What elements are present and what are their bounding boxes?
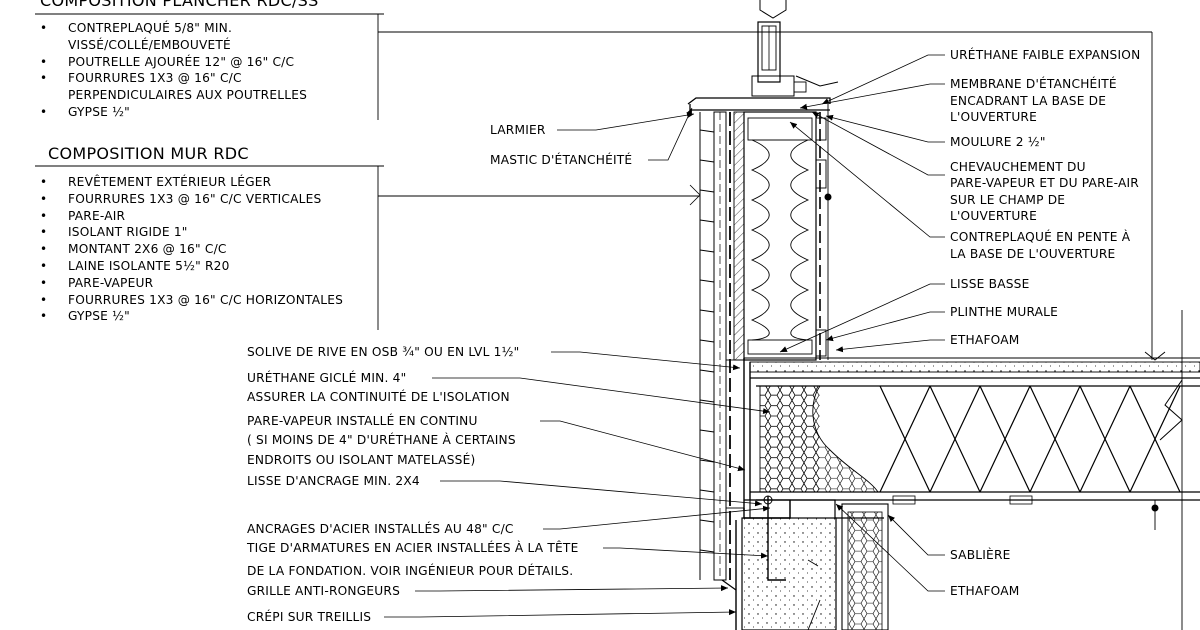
callout-ethafoam-1: ETHAFOAM	[950, 333, 1020, 347]
wall-item: GYPSE ½"	[37, 308, 343, 325]
callout-grille: GRILLE ANTI-RONGEURS	[247, 584, 400, 598]
wall-item: ISOLANT RIGIDE 1"	[37, 224, 343, 241]
callout-tige-1: TIGE D'ARMATURES EN ACIER INSTALLÉES À L…	[247, 541, 579, 555]
stud-cavity	[743, 104, 832, 361]
callout-pv-1: PARE-VAPEUR INSTALLÉ EN CONTINU	[247, 414, 478, 428]
callout-contre-1: CONTREPLAQUÉ EN PENTE À	[950, 230, 1131, 244]
callout-urethane-2: ASSURER LA CONTINUITÉ DE L'ISOLATION	[247, 390, 510, 404]
wall-item: MONTANT 2X6 @ 16" C/C	[37, 241, 343, 258]
leader-lines-right	[779, 54, 945, 592]
callout-pv-3: ENDROITS OU ISOLANT MATELASSÉ)	[247, 453, 476, 467]
floor-item: POUTRELLE AJOURÉE 12" @ 16" C/C	[37, 54, 307, 71]
wall-item: FOURRURES 1X3 @ 16" C/C HORIZONTALES	[37, 292, 343, 309]
callout-sabliere: SABLIÈRE	[950, 548, 1011, 562]
callout-solive: SOLIVE DE RIVE EN OSB ¾" OU EN LVL 1½"	[247, 345, 520, 359]
window-frame	[751, 0, 839, 97]
callout-membrane-3: L'OUVERTURE	[950, 110, 1038, 124]
callout-ancrages: ANCRAGES D'ACIER INSTALLÉS AU 48" C/C	[247, 522, 514, 536]
floor-item: PERPENDICULAIRES AUX POUTRELLES	[68, 88, 308, 103]
callout-mastic: MASTIC D'ÉTANCHÉITÉ	[490, 153, 633, 167]
floor-composition-title: COMPOSITION PLANCHER RDC/SS	[40, 0, 319, 10]
callout-larmier: LARMIER	[490, 123, 546, 137]
callout-pv-2: ( SI MOINS DE 4" D'URÉTHANE À CERTAINS	[247, 433, 516, 447]
floor-item: GYPSE ½"	[37, 104, 307, 121]
callout-contre-2: LA BASE DE L'OUVERTURE	[950, 247, 1116, 261]
wall-item: LAINE ISOLANTE 5½" R20	[37, 258, 343, 275]
callout-chev-3: SUR LE CHAMP DE	[950, 193, 1066, 207]
foundation	[721, 495, 889, 630]
wall-composition-title: COMPOSITION MUR RDC	[48, 144, 249, 163]
callout-urethane-faible: URÉTHANE FAIBLE EXPANSION	[950, 48, 1141, 62]
callout-ethafoam-2: ETHAFOAM	[950, 584, 1020, 598]
callout-chev-2: PARE-VAPEUR ET DU PARE-AIR	[950, 176, 1139, 190]
callout-membrane-2: ENCADRANT LA BASE DE	[950, 94, 1107, 108]
leader-lines-left	[384, 107, 771, 618]
callout-chev-4: L'OUVERTURE	[950, 209, 1038, 223]
frame-right	[1144, 32, 1183, 630]
callout-tige-2: DE LA FONDATION. VOIR INGÉNIEUR POUR DÉT…	[247, 564, 574, 578]
callout-crepi: CRÉPI SUR TREILLIS	[247, 610, 372, 624]
floor-item: FOURRURES 1X3 @ 16" C/C	[37, 70, 307, 87]
callout-moulure: MOULURE 2 ½"	[950, 135, 1046, 149]
wall-item: PARE-AIR	[37, 208, 343, 225]
left-panel-frame	[35, 13, 1152, 330]
wall-item: PARE-VAPEUR	[37, 275, 343, 292]
floor-item: CONTREPLAQUÉ 5/8" MIN.	[37, 20, 307, 37]
wall-item: FOURRURES 1X3 @ 16" C/C VERTICALES	[37, 191, 343, 208]
wall-layers	[713, 111, 745, 581]
floor-item: VISSÉ/COLLÉ/EMBOUVETÉ	[68, 37, 231, 52]
callout-chev-1: CHEVAUCHEMENT DU	[950, 160, 1086, 174]
callout-plinthe: PLINTHE MURALE	[950, 305, 1059, 319]
callout-membrane-1: MEMBRANE D'ÉTANCHÉITÉ	[950, 77, 1117, 91]
exterior-siding	[689, 112, 715, 580]
callout-urethane-1: URÉTHANE GICLÉ MIN. 4"	[247, 371, 407, 385]
floor-assembly	[743, 357, 1200, 530]
callout-lisse-basse: LISSE BASSE	[950, 277, 1030, 291]
wall-item: REVÊTEMENT EXTÉRIEUR LÉGER	[37, 174, 343, 191]
wall-composition-list: REVÊTEMENT EXTÉRIEUR LÉGER FOURRURES 1X3…	[37, 174, 343, 325]
floor-composition-list: CONTREPLAQUÉ 5/8" MIN. VISSÉ/COLLÉ/EMBOU…	[37, 20, 307, 121]
callout-lisse-ancrage: LISSE D'ANCRAGE MIN. 2X4	[247, 474, 420, 488]
